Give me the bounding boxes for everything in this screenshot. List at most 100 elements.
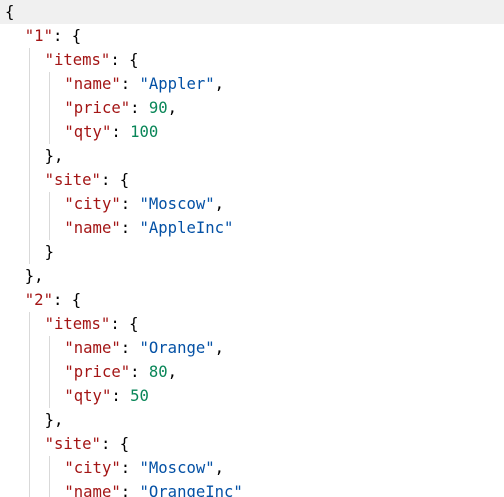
- json-punctuation: :: [111, 387, 131, 405]
- json-punctuation: : {: [52, 27, 82, 45]
- json-punctuation: :: [130, 99, 149, 117]
- code-line[interactable]: "price": 80,: [0, 360, 504, 384]
- indent-guide: [28, 384, 30, 408]
- code-line[interactable]: "site": {: [0, 168, 504, 192]
- indent-guide: [28, 168, 30, 192]
- json-number-value: 50: [130, 387, 149, 405]
- json-key: "site": [44, 435, 101, 453]
- json-key: "2": [24, 291, 53, 309]
- json-key: "city": [64, 195, 121, 213]
- indent-guide: [28, 144, 30, 168]
- json-string-value: "Moscow": [139, 459, 215, 477]
- json-number-value: 80: [148, 363, 168, 381]
- json-key: "qty": [64, 123, 112, 141]
- indent-guide: [48, 360, 50, 384]
- indent-guide: [28, 336, 30, 360]
- indent-guide: [28, 312, 30, 336]
- indent-guide: [28, 192, 30, 216]
- code-line[interactable]: "1": {: [0, 24, 504, 48]
- json-punctuation: :: [120, 219, 140, 237]
- code-line[interactable]: "name": "OrangeInc": [0, 480, 504, 497]
- code-line[interactable]: "city": "Moscow",: [0, 192, 504, 216]
- json-key: "items": [44, 51, 111, 69]
- json-key: "price": [64, 363, 131, 381]
- code-line[interactable]: "items": {: [0, 48, 504, 72]
- code-line[interactable]: "name": "AppleInc": [0, 216, 504, 240]
- json-punctuation: : {: [100, 435, 130, 453]
- indent-guide: [48, 96, 50, 120]
- json-punctuation: : {: [110, 315, 139, 333]
- json-string-value: "Moscow": [139, 195, 215, 213]
- code-line[interactable]: "name": "Orange",: [0, 336, 504, 360]
- code-line[interactable]: {: [0, 0, 504, 24]
- json-key: "name": [64, 75, 121, 93]
- json-punctuation: }: [44, 243, 54, 261]
- indent-guide: [48, 120, 50, 144]
- json-punctuation: :: [111, 123, 131, 141]
- json-key: "city": [64, 459, 121, 477]
- code-line[interactable]: }: [0, 240, 504, 264]
- code-line[interactable]: "city": "Moscow",: [0, 456, 504, 480]
- json-key: "qty": [64, 387, 112, 405]
- json-number-value: 100: [130, 123, 159, 141]
- indent-guide: [48, 192, 50, 216]
- json-punctuation: : {: [100, 171, 130, 189]
- json-punctuation: : {: [110, 51, 139, 69]
- indent-guide: [28, 96, 30, 120]
- code-line[interactable]: "items": {: [0, 312, 504, 336]
- indent-guide: [48, 480, 50, 497]
- json-string-value: "Orange": [139, 339, 215, 357]
- json-string-value: "OrangeInc": [139, 483, 243, 497]
- json-string-value: "Appler": [139, 75, 215, 93]
- json-key: "name": [64, 483, 121, 497]
- indent-guide: [48, 384, 50, 408]
- indent-guide: [48, 336, 50, 360]
- indent-guide: [28, 408, 30, 432]
- json-punctuation: ,: [167, 99, 178, 117]
- json-punctuation: : {: [52, 291, 82, 309]
- json-key: "name": [64, 339, 121, 357]
- json-punctuation: :: [120, 483, 140, 497]
- json-punctuation: {: [5, 3, 15, 21]
- code-line[interactable]: "qty": 100: [0, 120, 504, 144]
- indent-guide: [48, 456, 50, 480]
- code-line[interactable]: "qty": 50: [0, 384, 504, 408]
- json-punctuation: ,: [214, 459, 225, 477]
- json-punctuation: :: [120, 459, 140, 477]
- code-line[interactable]: "2": {: [0, 288, 504, 312]
- indent-guide: [28, 360, 30, 384]
- code-line[interactable]: },: [0, 144, 504, 168]
- json-punctuation: },: [24, 267, 44, 285]
- json-punctuation: ,: [214, 75, 225, 93]
- json-punctuation: },: [44, 147, 64, 165]
- indent-guide: [28, 120, 30, 144]
- indent-guide: [28, 216, 30, 240]
- indent-guide: [28, 456, 30, 480]
- json-punctuation: :: [130, 363, 149, 381]
- json-number-value: 90: [148, 99, 168, 117]
- indent-guide: [28, 240, 30, 264]
- indent-guide: [48, 72, 50, 96]
- json-punctuation: ,: [167, 363, 178, 381]
- json-punctuation: ,: [214, 195, 225, 213]
- json-punctuation: ,: [214, 339, 225, 357]
- code-line[interactable]: "price": 90,: [0, 96, 504, 120]
- code-line[interactable]: },: [0, 408, 504, 432]
- indent-guide: [28, 72, 30, 96]
- indent-guide: [28, 432, 30, 456]
- code-line[interactable]: },: [0, 264, 504, 288]
- json-key: "price": [64, 99, 131, 117]
- json-key: "name": [64, 219, 121, 237]
- indent-guide: [28, 48, 30, 72]
- json-key: "1": [24, 27, 53, 45]
- code-line[interactable]: "site": {: [0, 432, 504, 456]
- json-key: "items": [44, 315, 111, 333]
- json-punctuation: :: [120, 75, 140, 93]
- json-key: "site": [44, 171, 101, 189]
- json-punctuation: :: [120, 339, 140, 357]
- json-punctuation: },: [44, 411, 64, 429]
- code-line[interactable]: "name": "Appler",: [0, 72, 504, 96]
- json-string-value: "AppleInc": [139, 219, 234, 237]
- indent-guide: [48, 216, 50, 240]
